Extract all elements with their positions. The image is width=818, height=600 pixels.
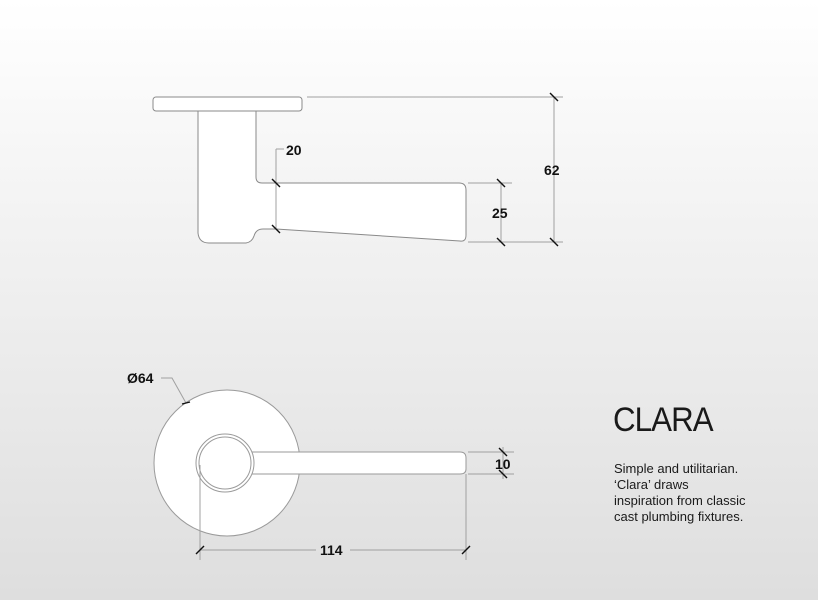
side-lever-body xyxy=(197,110,467,244)
side-rose-plate xyxy=(152,96,303,112)
description-line: ‘Clara’ draws xyxy=(614,477,689,492)
product-description: Simple and utilitarian. ‘Clara’ draws in… xyxy=(614,461,804,525)
description-line: cast plumbing fixtures. xyxy=(614,509,744,524)
side-view xyxy=(152,96,467,244)
description-line: inspiration from classic xyxy=(614,493,746,508)
top-boss-inner xyxy=(198,436,252,490)
side-dimensions xyxy=(275,96,563,243)
description-line: Simple and utilitarian. xyxy=(614,461,739,476)
dimension-label-114: 114 xyxy=(320,542,343,558)
top-view xyxy=(153,389,467,537)
side-dimension-ticks xyxy=(271,92,559,247)
product-name: CLARA xyxy=(613,401,714,439)
dimension-label-25: 25 xyxy=(492,205,508,221)
dimension-label-62: 62 xyxy=(544,162,560,178)
dimension-label-diameter-64: Ø64 xyxy=(127,370,154,386)
dimension-label-10: 10 xyxy=(495,456,511,472)
dimension-label-20: 20 xyxy=(286,142,302,158)
top-lever-bar xyxy=(252,451,467,475)
top-dimension-ticks xyxy=(181,401,508,555)
